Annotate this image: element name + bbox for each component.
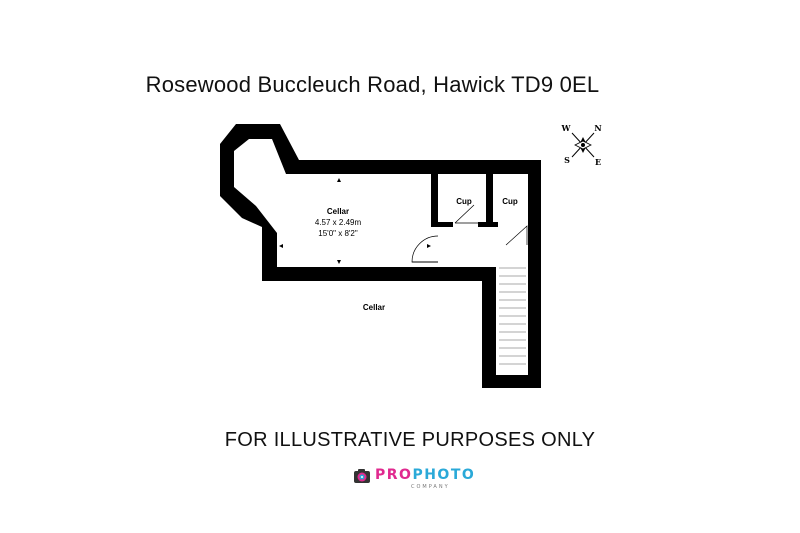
logo-photo: PHOTO	[412, 467, 476, 483]
compass-w: W	[561, 123, 572, 133]
logo-wordmark: PROPHOTO	[375, 467, 475, 483]
outer-wall	[220, 124, 541, 388]
cellar-dims-metric: 4.57 x 2.49m	[315, 218, 362, 227]
compass-e: E	[595, 157, 601, 167]
plan-title: Rosewood Buccleuch Road, Hawick TD9 0EL	[145, 72, 600, 97]
camera-icon	[354, 469, 370, 483]
cellar-dims-imperial: 15'0" x 8'2"	[318, 229, 358, 238]
cupboard-wall-left	[431, 174, 438, 226]
logo-subtitle: COMPANY	[411, 484, 450, 490]
compass-s: S	[564, 155, 570, 165]
logo-pro: PRO	[375, 467, 413, 483]
floor-label: Cellar	[363, 303, 385, 312]
cupboard-wall-middle	[486, 174, 493, 226]
stairs	[499, 267, 526, 365]
disclaimer-text: FOR ILLUSTRATIVE PURPOSES ONLY	[224, 429, 596, 451]
dimension-markers	[279, 178, 431, 264]
cupboard-2-name: Cup	[502, 197, 518, 206]
cupboard-sill-middle	[478, 222, 498, 227]
cupboard-sill-left	[431, 222, 453, 227]
cupboard-1-door	[454, 204, 478, 224]
compass-rose-icon	[571, 132, 595, 158]
cupboard-2-door	[505, 225, 528, 246]
compass-n: N	[594, 123, 601, 133]
door-gap	[437, 240, 441, 266]
prophoto-logo: PROPHOTO COMPANY	[351, 465, 474, 495]
cellar-room-name: Cellar	[327, 207, 349, 216]
cellar-door-swing	[411, 235, 439, 263]
cupboard-1-name: Cup	[456, 197, 472, 206]
